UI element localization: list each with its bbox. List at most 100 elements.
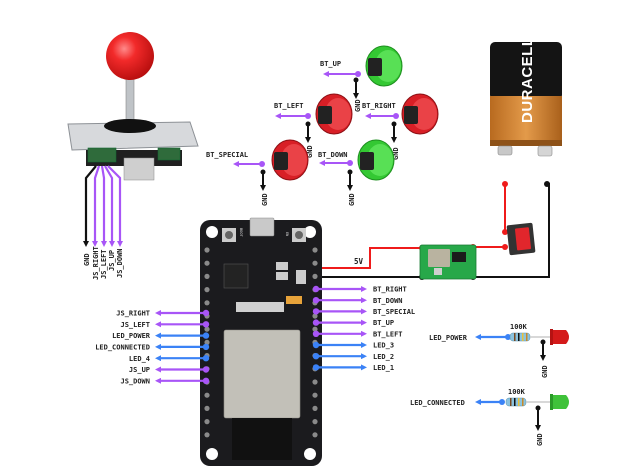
board-right-pin-label: BT_RIGHT bbox=[373, 286, 407, 294]
header-pin bbox=[204, 247, 210, 253]
joystick-pcb-left bbox=[87, 147, 117, 163]
pin-dot bbox=[312, 297, 320, 304]
board-left-pin-label: LED_4 bbox=[129, 355, 150, 363]
board-right-pin: BT_LEFT bbox=[312, 330, 403, 338]
header-pin bbox=[204, 287, 210, 293]
board-right-pin-label: LED_2 bbox=[373, 353, 394, 361]
arcade-button-right: BT_RIGHT GND bbox=[362, 93, 439, 160]
header-pin bbox=[204, 300, 210, 306]
led-connected-signal-label: LED_CONNECTED bbox=[410, 399, 465, 407]
header-pin bbox=[204, 432, 210, 438]
power-switch bbox=[506, 222, 536, 256]
joystick-shaft bbox=[125, 73, 135, 127]
battery-terminal-positive bbox=[497, 145, 513, 156]
joystick-wire-js-down bbox=[107, 165, 123, 247]
button-label-bt-right: BT_RIGHT bbox=[362, 102, 396, 110]
button-gnd-bt-right: GND bbox=[392, 147, 400, 160]
joystick-wires bbox=[83, 165, 123, 247]
arcade-button-left: BT_LEFT GND bbox=[274, 93, 353, 158]
joystick-wire-labels: GND JS_RIGHT JS_LEFT JS_UP JS_DOWN bbox=[83, 246, 124, 280]
header-pin bbox=[312, 432, 318, 438]
board-right-pin-label: BT_DOWN bbox=[373, 297, 403, 305]
header-pin bbox=[204, 273, 210, 279]
board-right-pin: LED_2 bbox=[312, 353, 394, 361]
joystick-wire-js-up bbox=[104, 165, 115, 247]
pin-dot bbox=[312, 353, 320, 360]
pin-dot bbox=[312, 285, 320, 293]
pin-dot bbox=[312, 341, 320, 349]
pin-dot bbox=[202, 343, 210, 351]
pin-dot bbox=[202, 321, 210, 328]
pin-dot bbox=[202, 309, 210, 317]
pin-dot bbox=[312, 330, 320, 337]
led-connected-resistor-value: 100K bbox=[508, 388, 526, 396]
header-pin bbox=[312, 379, 318, 385]
button-gnd-bt-down: GND bbox=[348, 193, 356, 206]
board-left-pin-label: JS_DOWN bbox=[120, 377, 150, 385]
board-left-pin: JS_LEFT bbox=[120, 321, 210, 329]
red-led-icon bbox=[550, 329, 569, 345]
led-connected-circuit: LED_CONNECTED 100K GND bbox=[410, 388, 569, 446]
battery-brand: DURACELL bbox=[519, 37, 536, 124]
button-gnd-bt-up: GND bbox=[354, 99, 362, 112]
usb-port bbox=[249, 217, 275, 237]
board-left-pin: LED_CONNECTED bbox=[95, 343, 210, 352]
board-right-pin-label: LED_1 bbox=[373, 364, 394, 372]
joystick-label-js-down: JS_DOWN bbox=[116, 248, 124, 278]
header-pin bbox=[204, 419, 210, 425]
esp32-board: BOOT EN bbox=[200, 217, 322, 466]
pin-dot bbox=[312, 319, 320, 326]
board-left-pin-label: JS_UP bbox=[129, 366, 150, 374]
button-label-bt-up: BT_UP bbox=[320, 60, 341, 68]
joystick-wire-gnd bbox=[83, 165, 97, 247]
led-power-circuit: LED_POWER 100K GND bbox=[429, 323, 569, 378]
board-right-pin-label: BT_SPECIAL bbox=[373, 308, 415, 316]
header-pin bbox=[204, 260, 210, 266]
board-right-pin: BT_UP bbox=[312, 319, 394, 327]
board-right-pin: BT_DOWN bbox=[312, 297, 403, 305]
joystick-label-js-right: JS_RIGHT bbox=[92, 246, 100, 280]
battery-terminal-negative bbox=[537, 145, 553, 157]
en-label: EN bbox=[285, 232, 289, 236]
button-label-bt-special: BT_SPECIAL bbox=[206, 151, 248, 159]
board-right-pin: BT_RIGHT bbox=[312, 285, 407, 294]
board-right-pin-label: BT_LEFT bbox=[373, 330, 403, 338]
boot-label: BOOT bbox=[239, 228, 243, 237]
button-label-bt-left: BT_LEFT bbox=[274, 102, 304, 110]
pin-dot bbox=[202, 377, 210, 384]
board-left-pin-label: LED_CONNECTED bbox=[95, 344, 150, 352]
green-led-icon bbox=[550, 394, 569, 410]
header-pin bbox=[204, 392, 210, 398]
arcade-button-up: BT_UP GND bbox=[320, 45, 403, 112]
joystick-dustwasher bbox=[104, 119, 156, 133]
buck-converter bbox=[419, 244, 477, 280]
board-left-pin: JS_RIGHT bbox=[116, 309, 210, 318]
header-pin bbox=[204, 339, 210, 345]
pin-dot bbox=[312, 308, 320, 315]
esp32-module bbox=[223, 329, 301, 419]
joystick-label-js-left: JS_LEFT bbox=[100, 249, 108, 279]
board-left-pin-wires: JS_RIGHT JS_LEFT LED_POWER LED_CONNECTED LED… bbox=[95, 309, 210, 385]
board-right-pin-wires: BT_RIGHT BT_DOWN BT_SPECIAL BT_UP BT_LEFT LED… bbox=[312, 285, 415, 372]
board-left-pin: LED_POWER bbox=[112, 332, 210, 340]
board-left-pin-label: JS_RIGHT bbox=[116, 310, 150, 318]
board-left-pin-label: LED_POWER bbox=[112, 332, 151, 340]
button-label-bt-down: BT_DOWN bbox=[318, 151, 348, 159]
board-right-pin-label: BT_UP bbox=[373, 319, 394, 327]
arcade-button-down: BT_DOWN GND bbox=[318, 139, 395, 206]
button-gnd-bt-left: GND bbox=[306, 145, 314, 158]
header-pin bbox=[312, 260, 318, 266]
header-pin bbox=[204, 326, 210, 332]
board-left-pin: JS_DOWN bbox=[120, 377, 210, 385]
button-gnd-bt-special: GND bbox=[261, 193, 269, 206]
battery-9v: DURACELL bbox=[490, 37, 562, 157]
joystick-label-js-up: JS_UP bbox=[108, 250, 116, 271]
board-left-pin-label: JS_LEFT bbox=[120, 321, 150, 329]
led-connected-gnd-label: GND bbox=[536, 433, 544, 446]
header-pin bbox=[312, 405, 318, 411]
header-pin bbox=[312, 273, 318, 279]
joystick-ball bbox=[106, 32, 154, 80]
joystick-pcb-right bbox=[157, 147, 181, 161]
board-right-pin: LED_1 bbox=[312, 364, 394, 372]
